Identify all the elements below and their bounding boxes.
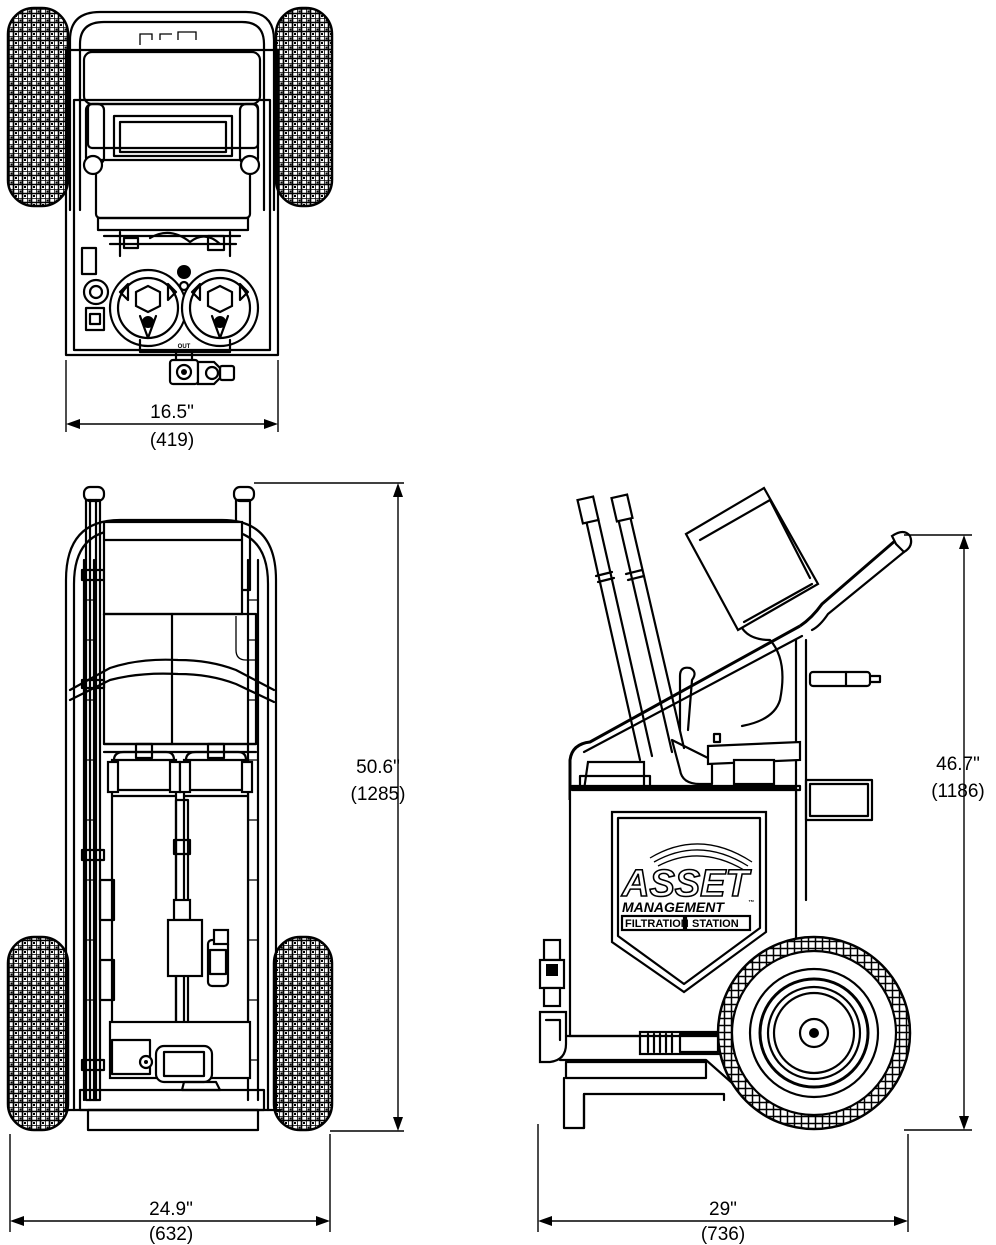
side-length-dimension: 29" (736) bbox=[537, 1124, 909, 1245]
outlet-label: OUT bbox=[178, 344, 191, 350]
side-height-inches: 46.7" bbox=[936, 754, 980, 775]
lid-box bbox=[684, 486, 820, 632]
front-view bbox=[6, 485, 334, 1132]
asset-management-logo: ASSET MANAGEMENT ™ FILTRATION STATION bbox=[610, 810, 768, 994]
svg-text:ASSET: ASSET bbox=[621, 863, 751, 905]
side-length-mm: (736) bbox=[701, 1224, 745, 1245]
side-view: ASSET MANAGEMENT ™ FILTRATION STATION bbox=[538, 486, 913, 1131]
front-width-inches: 24.9" bbox=[149, 1199, 193, 1220]
top-width-inches: 16.5" bbox=[150, 402, 194, 423]
hose-left bbox=[576, 495, 654, 762]
side-length-inches: 29" bbox=[709, 1199, 737, 1220]
front-width-dimension: 24.9" (632) bbox=[9, 1134, 331, 1245]
top-right-wheel bbox=[274, 6, 334, 208]
front-height-dimension: 50.6" (1285) bbox=[254, 482, 406, 1132]
top-view: OUT bbox=[6, 6, 334, 386]
svg-text:FILTRATION: FILTRATION bbox=[625, 918, 689, 930]
top-width-mm: (419) bbox=[150, 430, 194, 451]
front-right-wheel bbox=[272, 935, 334, 1132]
front-width-mm: (632) bbox=[149, 1224, 193, 1245]
svg-text:MANAGEMENT: MANAGEMENT bbox=[622, 899, 725, 915]
svg-text:™: ™ bbox=[748, 899, 754, 906]
side-wheel bbox=[716, 935, 912, 1131]
top-left-wheel bbox=[6, 6, 70, 208]
side-height-dimension: 46.7" (1186) bbox=[904, 534, 985, 1131]
front-height-mm: (1285) bbox=[351, 784, 406, 805]
hose-right bbox=[610, 493, 686, 754]
front-left-wheel bbox=[6, 935, 70, 1132]
front-height-inches: 50.6" bbox=[356, 757, 400, 778]
side-height-mm: (1186) bbox=[931, 781, 985, 802]
top-width-dimension: 16.5" (419) bbox=[65, 360, 279, 451]
svg-text:STATION: STATION bbox=[692, 918, 739, 930]
